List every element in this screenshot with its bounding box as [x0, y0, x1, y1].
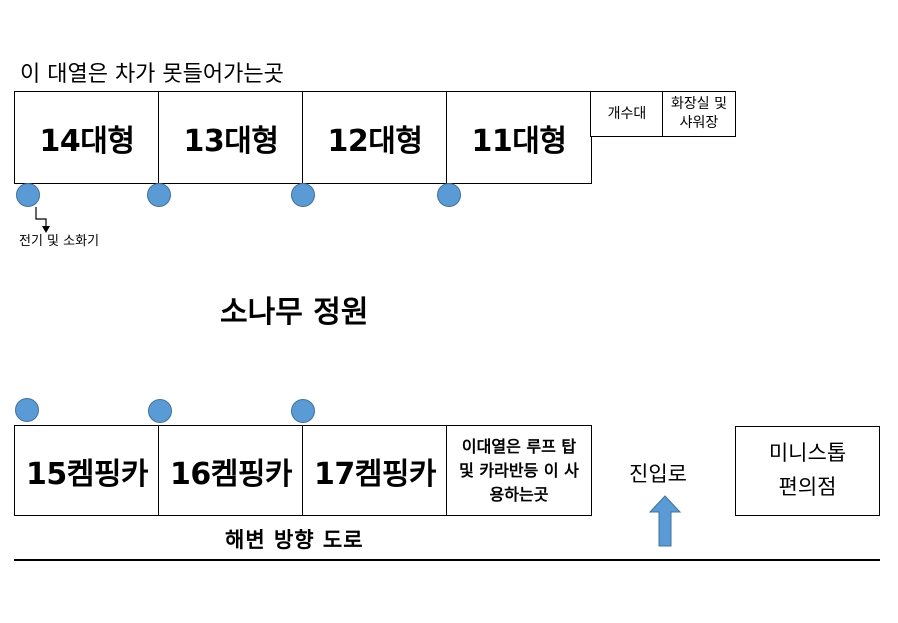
electric-marker-12: [291, 183, 315, 207]
entry-arrow-icon: [648, 495, 682, 547]
site-16[interactable]: 16켐핑카: [158, 425, 304, 516]
site-15[interactable]: 15켐핑카: [14, 425, 160, 516]
sink-facility[interactable]: 개수대: [590, 91, 664, 137]
site-17[interactable]: 17켐핑카: [302, 425, 448, 516]
site-14[interactable]: 14대형: [14, 91, 160, 184]
electric-marker-13: [147, 183, 171, 207]
electric-marker-16: [148, 399, 172, 423]
restroom-shower-facility[interactable]: 화장실 및 샤워장: [662, 91, 736, 137]
electric-label: 전기 및 소화기: [19, 234, 100, 249]
beach-road-label: 해변 방향 도로: [225, 528, 364, 552]
electric-marker-15: [15, 398, 39, 422]
electric-marker-17: [291, 399, 315, 423]
entry-road-label: 진입로: [629, 462, 687, 486]
top-row-note: 이 대열은 차가 못들어가는곳: [20, 62, 284, 87]
site-11[interactable]: 11대형: [446, 91, 592, 184]
electric-connector-arrow: [35, 207, 50, 233]
site-12[interactable]: 12대형: [302, 91, 448, 184]
electric-marker-14: [16, 183, 40, 207]
site-13[interactable]: 13대형: [158, 91, 304, 184]
electric-marker-11: [437, 183, 461, 207]
pine-garden-label: 소나무 정원: [220, 295, 369, 330]
rooftop-caravan-note[interactable]: 이대열은 루프 탑 및 카라반등 이 사용하는곳: [446, 425, 592, 516]
ministop-store[interactable]: 미니스톱 편의점: [735, 426, 880, 516]
beach-road-line: [14, 559, 880, 561]
